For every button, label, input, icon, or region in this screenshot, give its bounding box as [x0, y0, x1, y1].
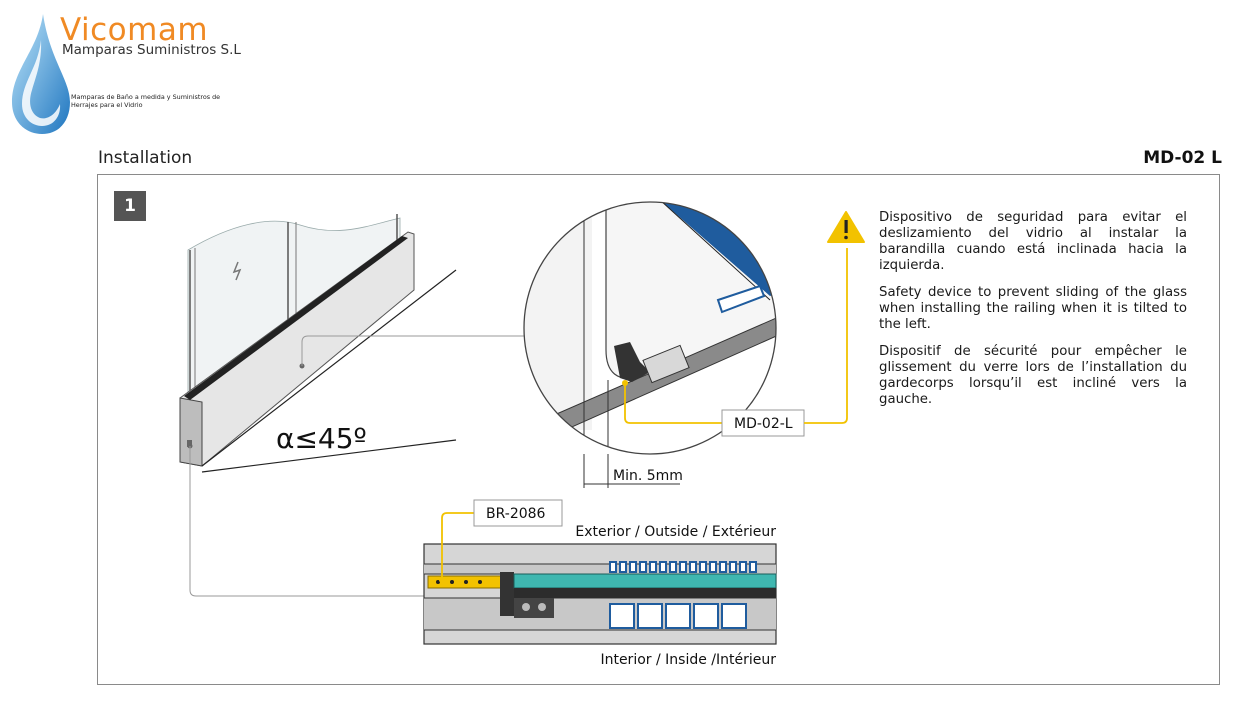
part-label: MD-02-L — [734, 416, 793, 432]
warning-text-es: Dispositivo de seguridad para evitar el … — [879, 210, 1187, 273]
part-callout: MD-02-L — [622, 248, 848, 437]
profile-label: BR-2086 — [486, 506, 546, 522]
angle-label: α≤45º — [276, 422, 367, 455]
product-code: MD-02 L — [1143, 148, 1222, 168]
installation-frame — [97, 174, 1220, 685]
step-number: 1 — [114, 191, 146, 221]
brand-logo — [8, 10, 308, 140]
leader-lines — [187, 335, 530, 597]
water-drop-icon — [12, 14, 70, 134]
zoom-detail: Min. 5mm — [523, 201, 777, 488]
section-title: Installation — [98, 148, 193, 168]
brand-subtitle: Mamparas Suministros S.L — [62, 42, 241, 58]
exterior-label: Exterior / Outside / Extérieur — [575, 524, 776, 540]
warning-triangle-icon — [827, 211, 865, 243]
min-distance-label: Min. 5mm — [613, 468, 683, 484]
interior-label: Interior / Inside /Intérieur — [600, 652, 776, 668]
brand-description: Mamparas de Baño a medida y Suministros … — [71, 93, 221, 109]
warning-text-en: Safety device to prevent sliding of the … — [879, 285, 1187, 332]
warning-text-fr: Dispositif de sécurité pour empêcher le … — [879, 344, 1187, 407]
warning-text: Dispositivo de seguridad para evitar el … — [879, 210, 1187, 419]
profile-callout: BR-2086 — [439, 499, 563, 583]
brand-name: Vicomam — [60, 12, 209, 48]
section-view — [423, 543, 777, 645]
base-profile — [179, 231, 457, 473]
